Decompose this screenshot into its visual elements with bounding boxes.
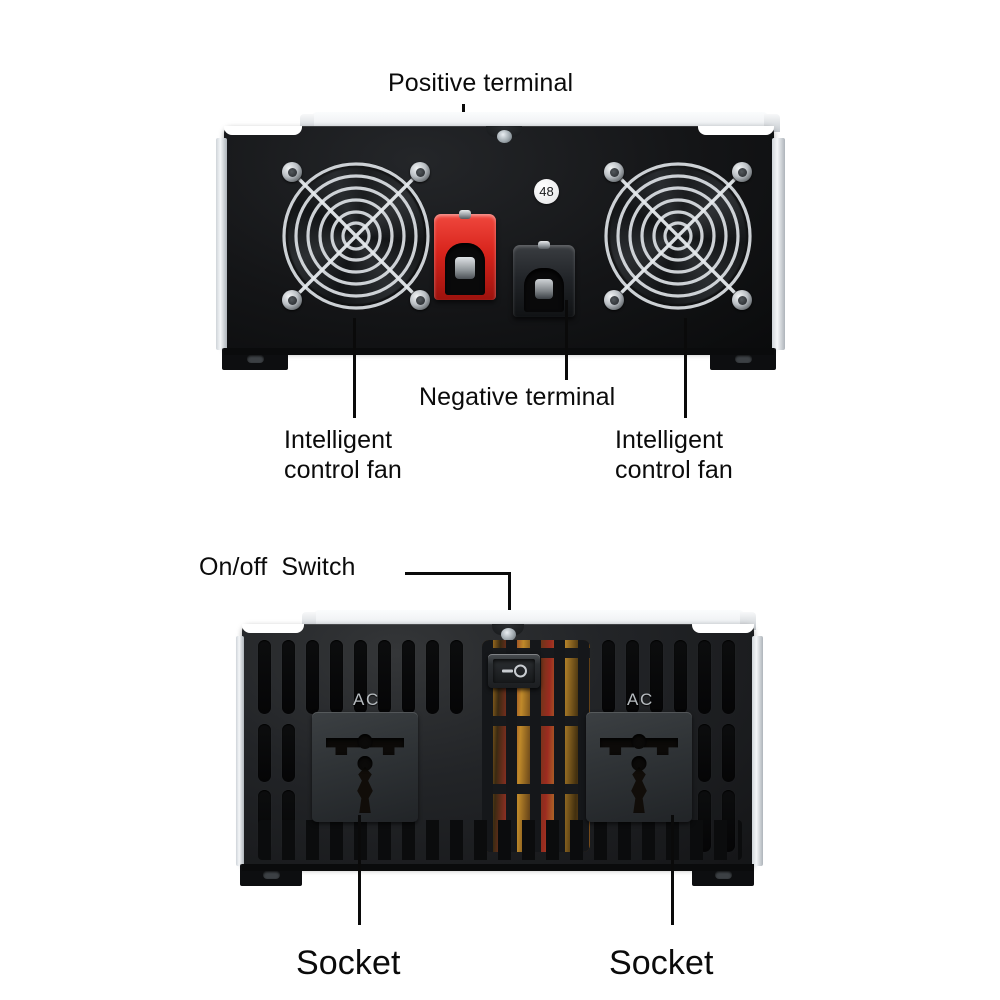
label-fan-right-line1: Intelligent [615,426,724,454]
housing-notch-left [224,126,302,135]
vent-slot [282,724,295,782]
socket-left-pin-slot-right [370,738,404,755]
socket-right-earth-slot [631,767,647,813]
rear-bottom-edge [224,348,774,355]
positive-terminal-bolt [459,210,471,219]
vent-slot [378,640,391,714]
vent-slot [258,724,271,782]
vent-slot [626,640,639,714]
label-negative-terminal: Negative terminal [419,383,616,411]
vent-bank-bottom [258,820,742,860]
right-fan-screw-bl [604,290,624,310]
vent-slot [450,640,463,714]
voltage-badge-48: 48 [534,179,559,204]
left-fan-guard [282,162,430,310]
ac-label-right: AC [627,690,654,709]
front-notch-left [242,624,304,633]
inverter-front-chassis: AC AC [236,610,782,890]
vent-grid [242,624,754,868]
vent-slot [698,640,711,714]
left-fan [276,156,436,316]
front-side-rail-right [752,636,763,866]
vent-bank-center [482,640,590,852]
socket-left[interactable] [312,712,418,822]
vent-slot [330,640,343,714]
right-fan-guard [604,162,752,310]
side-rail-left [216,138,227,350]
switch-off-marking [514,664,527,678]
front-bottom-edge [242,864,754,871]
label-fan-right: Intelligent control fan [615,425,733,485]
socket-left-pin-slot-left [326,738,360,755]
socket-right-round-hole-top [631,734,647,749]
label-socket-right: Socket [609,944,714,982]
positive-terminal-screw [455,257,475,279]
positive-terminal-mouth [445,243,485,295]
socket-right-round-hole-bottom [631,756,647,771]
socket-right[interactable] [586,712,692,822]
vent-slot [258,640,271,714]
leader-socket-left [358,815,361,925]
leader-fan-left [353,318,356,418]
front-side-rail-left [236,636,244,866]
vent-slot [674,640,687,714]
housing-notch-right [698,126,774,135]
left-fan-screw-tl [282,162,302,182]
label-fan-right-line2: control fan [615,456,733,484]
vent-slot [602,640,615,714]
label-onoff-switch: On/off Switch [199,553,356,581]
leader-fan-right [684,318,687,418]
onoff-switch-rocker[interactable] [493,659,535,683]
label-socket-left: Socket [296,944,401,982]
vent-bank-right [602,640,742,852]
vent-slot [402,640,415,714]
right-fan-screw-tr [732,162,752,182]
front-center-screw [501,628,516,641]
negative-terminal-bolt [538,241,550,249]
left-fan-screw-br [410,290,430,310]
leader-switch-horizontal [405,572,511,575]
vent-slot [354,640,367,714]
vent-slot [426,640,439,714]
vent-slot [722,640,735,714]
ac-label-left: AC [353,690,380,709]
vent-slot [722,724,735,782]
left-fan-screw-bl [282,290,302,310]
vent-slot [650,640,663,714]
leader-negative-terminal [565,300,568,380]
negative-terminal-mouth [524,268,564,312]
front-notch-right [692,624,754,633]
socket-left-earth-slot [357,767,373,813]
rear-panel-view: Positive terminal 48 [216,69,796,485]
leader-socket-right [671,815,674,925]
onoff-switch[interactable] [488,654,540,688]
vent-slot [282,640,295,714]
socket-right-pin-slot-right [644,738,678,755]
switch-on-marking [502,669,513,673]
front-panel-view: On/off Switch [0,510,1000,1000]
label-fan-left-line2: control fan [284,456,402,484]
side-rail-right [772,138,785,350]
negative-terminal[interactable] [513,241,575,317]
socket-left-round-hole-top [357,734,373,749]
inverter-rear-chassis: 48 [216,112,796,372]
vent-slot [698,724,711,782]
socket-right-pin-slot-left [600,738,634,755]
socket-left-round-hole-bottom [357,756,373,771]
label-fan-left: Intelligent control fan [284,425,402,485]
positive-terminal[interactable] [434,210,496,300]
right-fan-screw-br [732,290,752,310]
label-fan-left-line1: Intelligent [284,426,393,454]
label-positive-terminal: Positive terminal [388,69,574,97]
vent-slot [306,640,319,714]
left-fan-screw-tr [410,162,430,182]
right-fan-screw-tl [604,162,624,182]
negative-terminal-screw [535,279,553,299]
right-fan [598,156,758,316]
center-top-screw [497,130,512,143]
